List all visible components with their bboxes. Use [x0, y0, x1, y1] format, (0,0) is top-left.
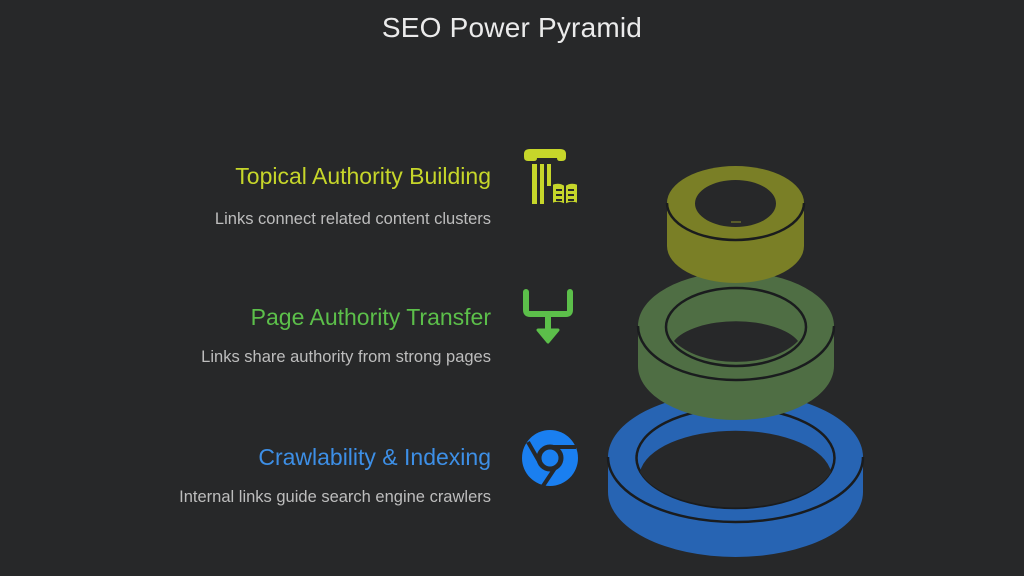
ring-middle [636, 272, 836, 420]
page-title: SEO Power Pyramid [381, 12, 643, 43]
level-2-description: Links share authority from strong pages [201, 348, 491, 366]
ring-bottom [606, 392, 865, 557]
level-1-title: Topical Authority Building [235, 163, 491, 189]
ring-top [665, 166, 806, 283]
level-3-description: Internal links guide search engine crawl… [179, 488, 491, 506]
merge-arrow-icon [523, 289, 573, 344]
chrome-icon [522, 430, 578, 488]
column-book-icon [524, 149, 579, 207]
level-2-title: Page Authority Transfer [250, 304, 491, 330]
level-3-title: Crawlability & Indexing [258, 444, 491, 470]
level-1-description: Links connect related content clusters [214, 210, 491, 228]
